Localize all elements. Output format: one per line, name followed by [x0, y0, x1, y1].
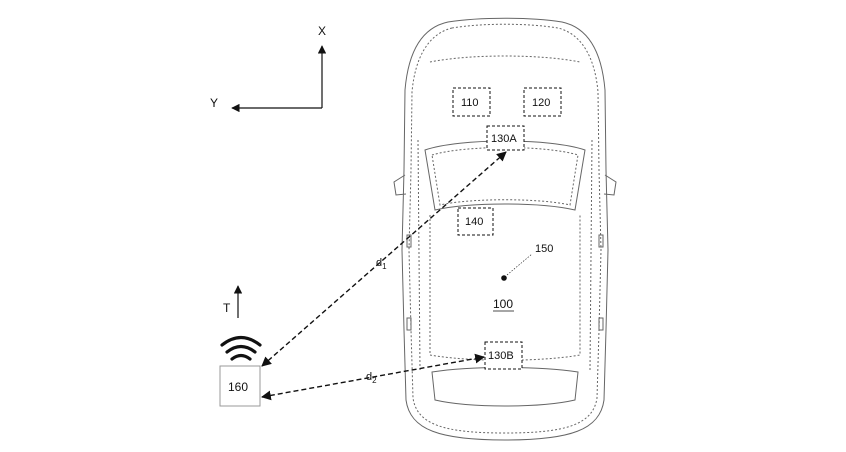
- center-point: 150: [501, 243, 553, 281]
- component-130b-label: 130B: [488, 350, 514, 362]
- component-120-label: 120: [532, 97, 550, 109]
- distance-d2: d2: [261, 353, 485, 401]
- component-130a: 130A: [486, 125, 525, 151]
- x-axis-label: X: [318, 24, 326, 38]
- xy-axes: X Y: [210, 24, 327, 113]
- distance-d1: d1: [261, 151, 507, 367]
- distance-d2-label: d2: [366, 371, 377, 385]
- y-axis-label: Y: [210, 96, 218, 110]
- device-160: 160: [219, 365, 261, 407]
- component-110-label: 110: [461, 97, 479, 109]
- wifi-signal-icon: [220, 335, 262, 361]
- vehicle-reference-label: 100: [493, 297, 513, 311]
- component-130b: 130B: [484, 341, 523, 370]
- center-point-label: 150: [535, 243, 553, 255]
- component-120: 120: [523, 87, 562, 117]
- vehicle-reference: 100: [493, 297, 514, 312]
- component-140: 140: [457, 207, 494, 236]
- device-160-label: 160: [228, 380, 248, 394]
- component-140-label: 140: [465, 216, 483, 228]
- distance-d1-label: d1: [376, 257, 387, 271]
- t-axis: T: [223, 285, 243, 318]
- component-130a-label: 130A: [491, 133, 517, 145]
- t-axis-label: T: [223, 301, 231, 315]
- component-110: 110: [452, 87, 491, 117]
- vehicle-outline: [393, 17, 617, 441]
